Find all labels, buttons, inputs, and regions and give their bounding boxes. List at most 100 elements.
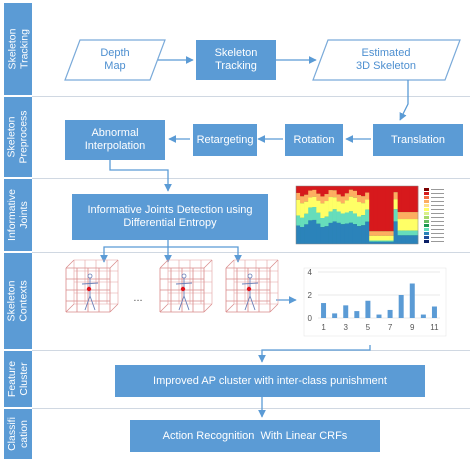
heatmap-legend-swatch [424,200,429,203]
context-grid-line [225,303,235,313]
heatmap-cell [344,186,350,194]
heatmap-cell [324,201,329,217]
heatmap-cell [352,213,358,225]
context-grid-line [269,303,279,313]
heatmap-cell [369,186,374,232]
heatmap-cell [365,186,370,193]
heatmap-cell [336,211,342,223]
heatmap-cell [324,186,329,195]
histogram-bar [343,305,349,318]
heatmap-cell [316,223,321,244]
heatmap-cell [369,240,374,242]
ap-cluster-node: Improved AP cluster with inter-class pun… [115,365,425,397]
heatmap-cell [389,241,394,244]
heatmap-cell [332,190,337,198]
heatmap-cell [377,186,382,232]
heatmap-legend-swatch [424,232,429,235]
context-grid-line [109,303,119,313]
heatmap-cell [365,192,370,200]
heatmap-cell [324,226,329,244]
heatmap-cell [308,220,313,244]
skeleton-head [247,273,253,279]
heatmap-cell [300,186,305,197]
arrow-skeleton-to-translation [399,80,409,121]
stage-separator [4,350,470,351]
heatmap-cell [401,230,407,236]
heatmap-legend-swatch [424,228,429,231]
heatmap-cell [405,230,411,236]
heatmap-legend-swatch [424,216,429,219]
heatmap-cell [401,235,407,244]
heatmap-cell [328,190,333,198]
heatmap-cell [373,186,378,232]
heatmap-cell [296,186,301,193]
rotation-node: Rotation [285,124,343,156]
heatmap-cell [312,207,317,220]
depth-map-shape [64,39,166,81]
heatmap-cell [308,186,313,191]
heatmap-cell [397,212,403,220]
heatmap-cell [413,212,419,220]
heatmap-cell [361,196,366,204]
heatmap-frame [295,185,419,245]
heatmap-cell [332,186,337,191]
translation-node: Translation [373,124,463,156]
heatmap-cell [369,235,374,241]
heatmap-cell [377,231,382,236]
histogram-bar [354,311,360,318]
heatmap-cell [332,221,337,244]
heatmap-cell [296,225,301,244]
x-tick-label: 5 [366,323,371,332]
arrow-interpolation-to-detection [109,160,172,192]
heatmap-cell [409,219,415,231]
heatmap-cell [336,201,342,212]
y-tick-label: 4 [308,268,313,277]
context-grid-line [269,259,279,269]
heatmap-cell [312,189,317,197]
heatmap-cell [340,224,346,244]
heatmap-cell [361,203,366,216]
heatmap-cell [373,231,378,236]
skeleton-head [181,273,187,279]
heatmap-cell [361,215,366,226]
heatmap-cell [344,193,350,201]
heatmap-cell [344,212,350,224]
stage-separator [4,252,470,253]
histogram-bar [332,313,338,318]
heatmap-cell [324,194,329,202]
heatmap-cell [401,219,407,231]
histogram-bar [321,303,327,318]
heatmap-cell [413,186,419,213]
sidebar-gap [4,177,32,179]
heatmap-cell [340,196,346,204]
y-tick-label: 2 [308,291,313,300]
sidebar-gap [4,349,32,351]
heatmap-cell [393,192,398,200]
heatmap-cell [312,219,317,244]
heatmap-legend-swatch [424,220,429,223]
heatmap-cell [381,240,386,242]
heatmap-legend-swatch [424,188,429,191]
heatmap-legend-swatch [424,208,429,211]
heatmap-cell [393,186,398,193]
heatmap-cell [304,224,309,244]
heatmap-cell [296,192,301,200]
heatmap-cell [320,186,325,197]
context-grid-line [203,259,213,269]
heatmap-cell [304,213,309,225]
heatmap-cell [308,207,313,221]
skeleton-tracking-node: Skeleton Tracking [196,40,276,80]
heatmap-cell [316,186,321,194]
heatmap-cell [385,240,390,242]
heatmap-cell [328,197,333,212]
heatmap-cell [308,190,313,198]
abnormal-interpolation-node: Abnormal Interpolation [65,120,165,160]
context-grid-line [109,259,119,269]
histogram-bar [409,283,415,318]
heatmap-cell [320,227,325,244]
heatmap-legend-swatch [424,204,429,207]
heatmap-cell [357,216,362,227]
heatmap-cell [373,235,378,241]
retargeting-node: Retargeting [193,124,257,156]
joint-entropy-heatmap [295,185,444,245]
